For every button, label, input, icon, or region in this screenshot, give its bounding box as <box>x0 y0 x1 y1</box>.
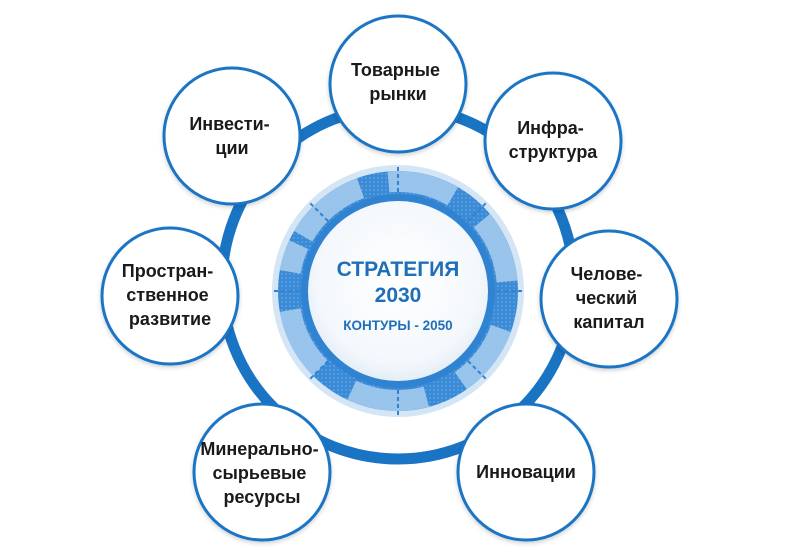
node-chelovecheskiy-kapital-line2: ческий <box>576 288 637 308</box>
hub-segments <box>272 165 524 417</box>
hub-segment <box>454 324 511 390</box>
hub-segment <box>347 380 430 411</box>
node-investitsii-line2: ции <box>215 138 248 158</box>
hub-center-disc <box>308 201 488 381</box>
node-chelovecheskiy-kapital: Челове- ческий капитал <box>539 229 679 369</box>
hub-segment <box>294 178 365 242</box>
svg-text:Минерально- сырьевые: Минерально- сырьевые ресурсы <box>200 439 323 507</box>
hub-segment <box>387 171 458 206</box>
svg-text:Челове- ческий кап: Челове- ческий капитал <box>571 264 648 332</box>
node-infrastruktura-line1: Инфра- <box>517 118 584 138</box>
center-title-line1: СТРАТЕГИЯ <box>337 258 460 281</box>
node-infrastruktura-line2: структура <box>509 142 599 162</box>
node-mineralno-syrevye-resursy: Минерально- сырьевые ресурсы <box>192 402 332 542</box>
node-infrastruktura: Инфра- структура <box>483 71 623 211</box>
node-chelovecheskiy-kapital-line1: Челове- <box>571 264 643 284</box>
node-mineralno-line3: ресурсы <box>224 487 301 507</box>
node-tovarnye-rynki-line1: Товарные <box>351 60 440 80</box>
svg-text:Инновации: Инновации <box>476 462 576 482</box>
center-subtitle: КОНТУРЫ - 2050 <box>343 318 452 333</box>
node-innovatsii: Инновации <box>456 402 596 542</box>
hub-tick <box>308 201 329 222</box>
node-investitsii: Инвести- ции <box>162 66 302 206</box>
hub-tick <box>308 360 329 381</box>
node-tovarnye-rynki: Товарные рынки <box>328 14 468 154</box>
node-prostranstvennoe-razvitie: Простран- ственное развитие <box>100 226 240 366</box>
node-prostranstvennoe-line3: развитие <box>129 309 211 329</box>
node-tovarnye-rynki-line2: рынки <box>369 84 426 104</box>
node-prostranstvennoe-line2: ственное <box>126 285 208 305</box>
node-mineralno-line1: Минерально- <box>200 439 318 459</box>
node-chelovecheskiy-kapital-line3: капитал <box>573 312 644 332</box>
hub-segment <box>279 240 309 274</box>
hub-segment <box>279 308 328 376</box>
hub-segment <box>473 213 518 283</box>
svg-text:Инвести- ции: Инвести- ции <box>189 114 274 158</box>
svg-text:Простран- ственное: Простран- ственное развитие <box>122 261 218 329</box>
node-prostranstvennoe-line1: Простран- <box>122 261 213 281</box>
svg-text:Товарные рынки: Товарные рынки <box>351 60 445 104</box>
center-title-line2: 2030 <box>375 284 422 307</box>
node-investitsii-line1: Инвести- <box>189 114 269 134</box>
center-hub: СТРАТЕГИЯ 2030 КОНТУРЫ - 2050 <box>272 165 524 417</box>
hub-tick <box>467 360 488 381</box>
node-mineralno-line2: сырьевые <box>213 463 307 483</box>
hub-tick <box>467 201 488 222</box>
node-innovatsii-line1: Инновации <box>476 462 576 482</box>
svg-text:Инфра- структура: Инфра- структура <box>509 118 599 162</box>
